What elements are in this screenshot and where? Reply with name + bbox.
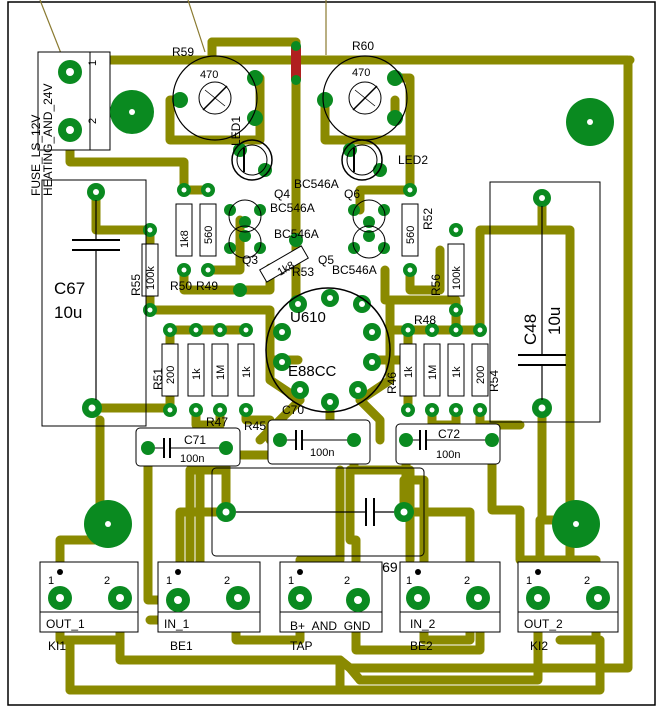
- c70-label: C70: [282, 403, 304, 417]
- r57-value: 1k: [451, 366, 463, 378]
- r52-value: 560: [405, 226, 417, 244]
- resistor-r53: [259, 245, 309, 283]
- q4-type: BC546A: [294, 177, 339, 191]
- q3-label: Q3: [242, 253, 258, 267]
- r55-value: 100k: [145, 266, 157, 290]
- be2-ref: BE2: [410, 639, 433, 653]
- r60-label: R60: [352, 39, 374, 53]
- terminal-be2: 1 2 IN_2 BE2: [399, 561, 501, 653]
- power-pin-2-label: 2: [87, 118, 99, 124]
- terminal-tap: 1 2 B+_AND_GND TAP: [279, 561, 383, 653]
- r58-value: 1k: [191, 368, 203, 380]
- q6-label: Q6: [344, 187, 360, 201]
- q6-type: BC546A: [274, 227, 319, 241]
- c48-label: C48: [521, 314, 540, 345]
- ki2-name: OUT_2: [524, 617, 563, 631]
- be2-name: IN_2: [410, 617, 436, 631]
- ki2-pin1: 1: [526, 575, 532, 587]
- ki2-ref: KI2: [530, 639, 548, 653]
- r59-value: 470: [200, 69, 218, 81]
- ki1-pin2: 2: [104, 575, 110, 587]
- ki1-name: OUT_1: [46, 617, 85, 631]
- r49-label: R49: [196, 279, 218, 293]
- q4-label: Q4: [274, 187, 290, 201]
- c72-label: C72: [438, 427, 460, 441]
- trimpot-r60: R60 470: [322, 39, 408, 141]
- r47-label: R47: [206, 415, 228, 429]
- led2-label: LED2: [398, 153, 428, 167]
- q5-label: Q5: [318, 253, 334, 267]
- power-terminal-label-2: FUSE_LS_12V: [29, 115, 43, 196]
- led2: LED2: [341, 139, 428, 181]
- r52-label: R52: [421, 208, 435, 230]
- power-pin-1-label: 1: [87, 60, 99, 66]
- c70-value: 100n: [310, 447, 334, 459]
- r47-value: 1M: [215, 365, 227, 380]
- be1-pin1: 1: [166, 575, 172, 587]
- r51-value: 200: [165, 366, 177, 384]
- ki1-ref: KI1: [48, 639, 66, 653]
- be1-pin2: 2: [224, 575, 230, 587]
- r46-value: 1k: [403, 366, 415, 378]
- tube-ref: U610: [290, 309, 326, 326]
- tube-socket: U610 E88CC: [265, 287, 391, 413]
- tap-name: B+_AND_GND: [290, 619, 371, 633]
- ki2-pin2: 2: [584, 575, 590, 587]
- q3-type: BC546A: [270, 201, 315, 215]
- led1-label: LED1: [229, 116, 243, 146]
- be1-ref: BE1: [170, 639, 193, 653]
- transistors: [228, 199, 386, 259]
- r45-label: R45: [244, 419, 266, 433]
- terminal-ki1: 1 2 OUT_1 KI1: [39, 561, 139, 653]
- tap-pin1: 1: [288, 575, 294, 587]
- capacitor-c71: C71 100n: [135, 427, 241, 467]
- capacitor-c67: C67 10u: [41, 179, 147, 427]
- tap-pin2: 2: [344, 575, 350, 587]
- r50-label: R50: [170, 279, 192, 293]
- wire-link: [291, 46, 301, 80]
- r59-label: R59: [172, 45, 194, 59]
- be2-pin1: 1: [406, 575, 412, 587]
- resistor-bodies: [141, 203, 489, 397]
- capacitor-c70: C70 100n: [267, 403, 371, 465]
- trimpot-r59: R59 470: [172, 45, 258, 141]
- r56-label: R56: [429, 274, 443, 296]
- c72-value: 100n: [436, 449, 460, 461]
- c71-value: 100n: [180, 453, 204, 465]
- r54-label: R54: [487, 370, 501, 392]
- r56-value: 100k: [451, 266, 463, 290]
- led1: LED1: [229, 116, 273, 181]
- c67-label: C67: [54, 279, 85, 298]
- ki1-pin1: 1: [48, 575, 54, 587]
- r46-label: R46: [385, 372, 399, 394]
- pad-holes: [66, 68, 593, 527]
- r50-value: 1k8: [179, 230, 191, 248]
- r48-label: R48: [414, 313, 436, 327]
- terminal-ki2: 1 2 OUT_2 KI2: [517, 561, 619, 653]
- power-terminal-label-1: HEATING_AND_24V: [41, 84, 55, 196]
- r60-value: 470: [352, 67, 370, 79]
- c67-value: 10u: [54, 303, 82, 322]
- capacitor-c72: C72 100n: [395, 423, 501, 465]
- r48-value: 1M: [427, 365, 439, 380]
- board-outline: [7, 1, 656, 706]
- terminal-be1: 1 2 IN_1 BE1: [157, 561, 261, 653]
- r54-value: 200: [475, 366, 487, 384]
- r45-value: 1k: [241, 366, 253, 378]
- capacitor-c48: C48 10u: [489, 181, 601, 423]
- r51-label: R51: [151, 368, 165, 390]
- be1-name: IN_1: [164, 617, 190, 631]
- r55-label: R55: [129, 274, 143, 296]
- tap-ref: TAP: [290, 639, 312, 653]
- r53-label: R53: [292, 265, 314, 279]
- q5-type: BC546A: [332, 263, 377, 277]
- be2-pin2: 2: [464, 575, 470, 587]
- c71-label: C71: [184, 433, 206, 447]
- c48-value: 10u: [545, 307, 564, 335]
- tube-type: E88CC: [288, 363, 337, 380]
- r49-value: 560: [203, 226, 215, 244]
